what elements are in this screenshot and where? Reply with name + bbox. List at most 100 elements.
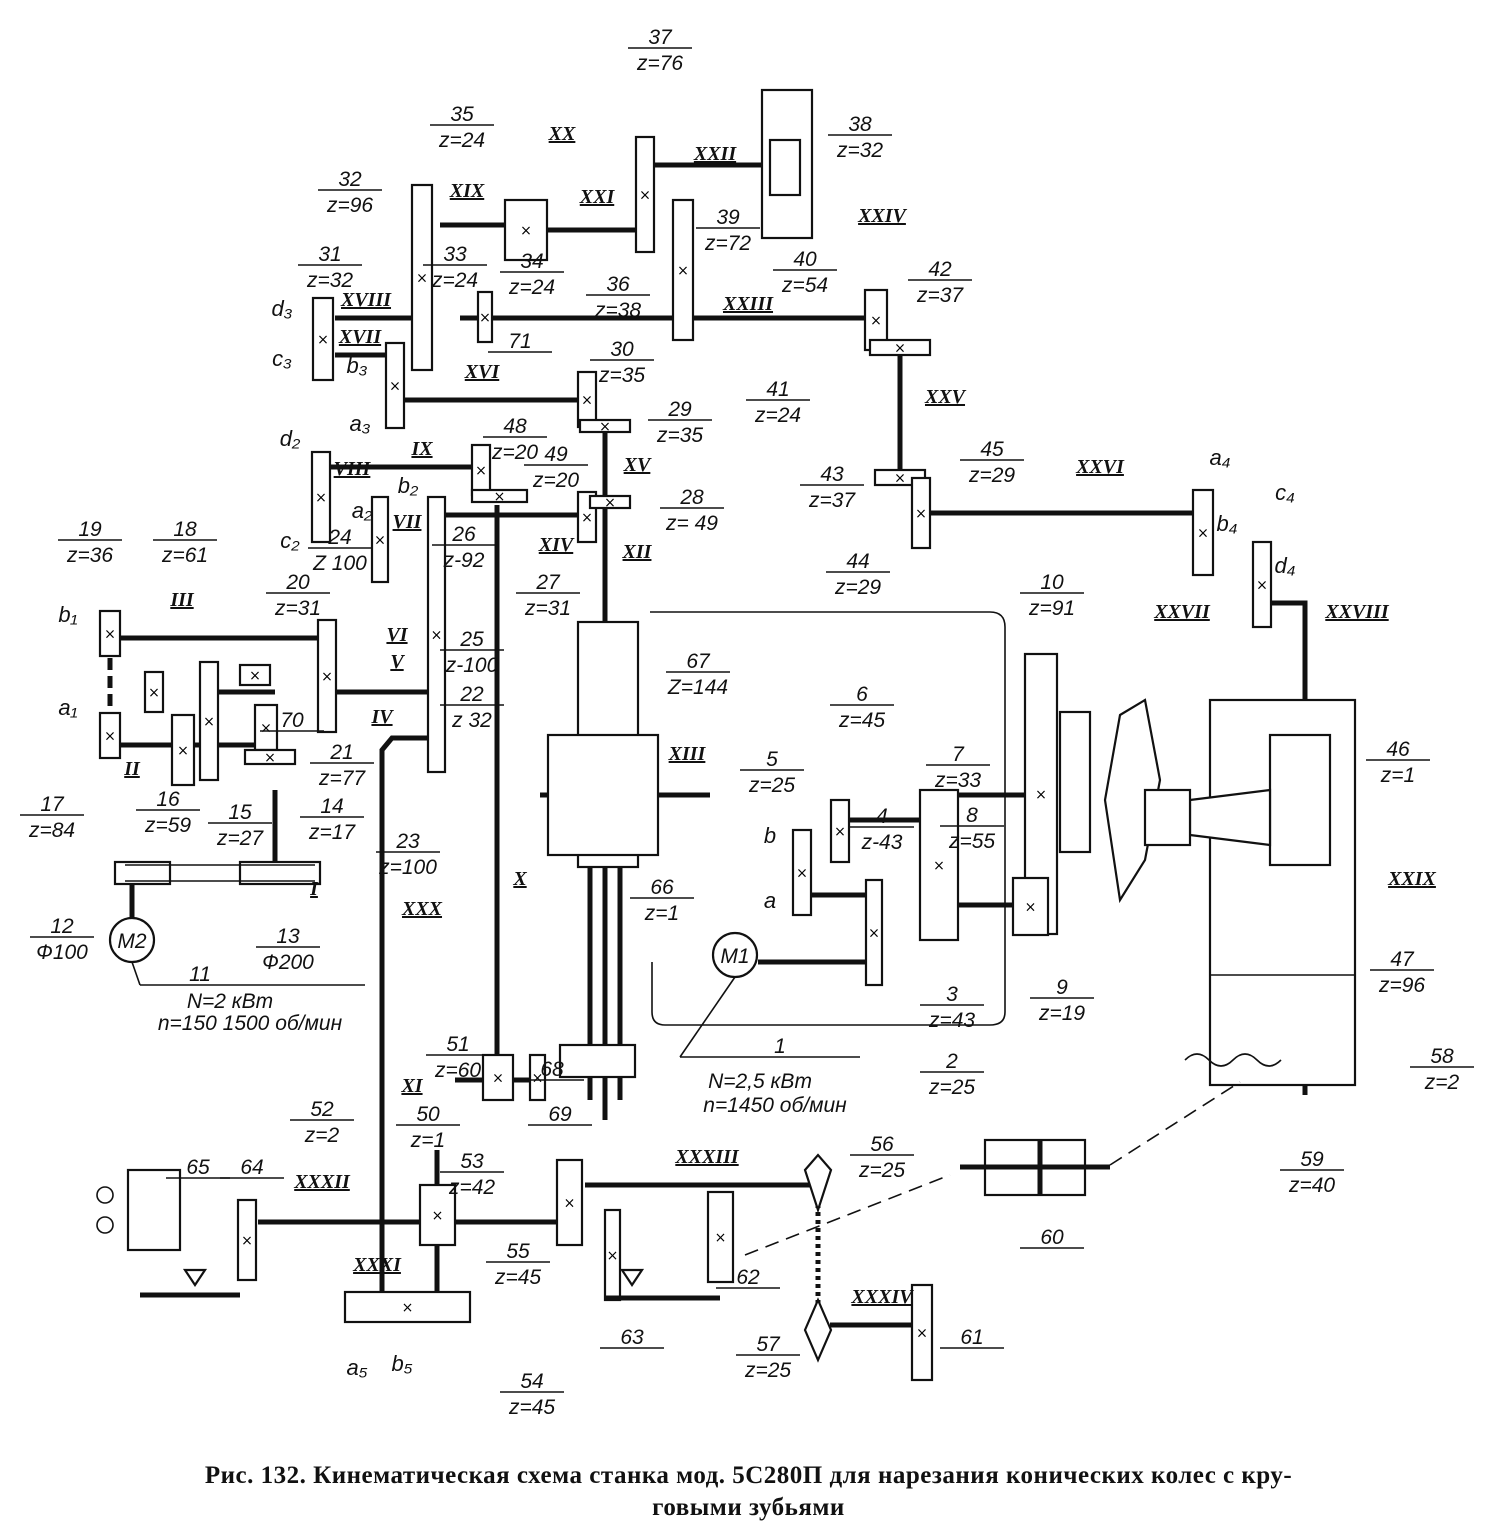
cam-64 bbox=[236, 1198, 258, 1282]
part-number-52: 52 bbox=[310, 1098, 334, 1121]
part-number-67: 67 bbox=[686, 650, 711, 673]
part-number-48: 48 bbox=[503, 415, 527, 438]
part-spec-55: z=45 bbox=[494, 1266, 541, 1289]
part-spec-16: z=59 bbox=[144, 814, 191, 837]
change-gear-label-b1: b₁ bbox=[58, 602, 77, 627]
part-number-42: 42 bbox=[928, 258, 952, 281]
change-gear-label-b3: b₃ bbox=[347, 353, 368, 378]
shaft-label-xxx: XXX bbox=[401, 898, 443, 920]
clutch-70 bbox=[238, 663, 272, 687]
shaft-label-xviii: XVIII bbox=[340, 289, 392, 311]
gear-20-21 bbox=[316, 618, 338, 734]
part-spec-24: Z 100 bbox=[312, 552, 367, 575]
motor-m1-name: M1 bbox=[720, 945, 749, 968]
gear-axis-mark-icon: × bbox=[260, 721, 272, 737]
gear-axis-mark-icon: × bbox=[607, 1248, 619, 1264]
part-spec-42: z=37 bbox=[916, 284, 964, 307]
part-number-36: 36 bbox=[606, 273, 630, 296]
worm-gear-52-53 bbox=[418, 1183, 457, 1247]
change-gear-label-b: b bbox=[764, 823, 776, 848]
part-spec-47: z=96 bbox=[1378, 974, 1425, 997]
gear-axis-mark-icon: × bbox=[241, 1233, 253, 1249]
change-gears-b3-a3 bbox=[384, 341, 406, 430]
gear-axis-mark-icon: × bbox=[494, 489, 506, 505]
part-number-16: 16 bbox=[156, 788, 180, 811]
worm-gear-51-50 bbox=[481, 1053, 515, 1102]
part-number-71: 71 bbox=[508, 330, 531, 353]
cam-61 bbox=[910, 1283, 934, 1382]
part-number-66: 66 bbox=[650, 876, 674, 899]
gear-axis-mark-icon: × bbox=[402, 1300, 414, 1316]
gear-axis-mark-icon: × bbox=[1035, 787, 1047, 803]
housings-and-links bbox=[96, 88, 1357, 1363]
change-gears-d3-c3 bbox=[311, 296, 335, 382]
part-spec-37: z=76 bbox=[636, 52, 683, 75]
gear-axis-mark-icon: × bbox=[894, 341, 906, 357]
part-spec-7: z=33 bbox=[934, 769, 981, 792]
gear-axis-mark-icon: × bbox=[148, 685, 160, 701]
gear-19 bbox=[143, 670, 165, 714]
part-number-44: 44 bbox=[846, 550, 869, 573]
gear-axis-mark-icon: × bbox=[431, 628, 443, 644]
shaft-label-xxii: XXII bbox=[693, 143, 737, 165]
part-spec-22: z 32 bbox=[451, 709, 492, 732]
part-spec-54: z=45 bbox=[508, 1396, 555, 1419]
shaft-label-xix: XIX bbox=[449, 180, 485, 202]
gear-bodies: ××××××××××××××××××××××××××××××××××××××××… bbox=[98, 135, 1273, 1382]
part-spec-17: z=84 bbox=[28, 819, 75, 842]
gear-axis-mark-icon: × bbox=[581, 510, 593, 526]
part-spec-13: Ф200 bbox=[262, 951, 314, 974]
motor-m2-speed: n=150 1500 об/мин bbox=[158, 1012, 343, 1035]
part-number-69: 69 bbox=[548, 1103, 572, 1126]
change-gears-b2-a2 bbox=[370, 495, 390, 584]
part-number-62: 62 bbox=[736, 1266, 760, 1289]
change-gear-label-c3: c₃ bbox=[272, 346, 292, 371]
shaft-label-xxi: XXI bbox=[579, 186, 616, 208]
part-number-38: 38 bbox=[848, 113, 872, 136]
change-gear-b1 bbox=[98, 609, 122, 658]
gear-axis-mark-icon: × bbox=[374, 533, 386, 549]
part-number-21: 21 bbox=[329, 741, 353, 764]
gear-axis-mark-icon: × bbox=[416, 271, 428, 287]
change-gear-label-a4: a₄ bbox=[1209, 445, 1230, 470]
gear-axis-mark-icon: × bbox=[677, 263, 689, 279]
gear-axis-mark-icon: × bbox=[177, 743, 189, 759]
part-spec-57: z=25 bbox=[744, 1359, 791, 1382]
part-number-31: 31 bbox=[318, 243, 341, 266]
bevel-gear-45 bbox=[910, 476, 932, 550]
part-number-57: 57 bbox=[756, 1333, 781, 1356]
shaft-label-xxvi: XXVI bbox=[1075, 456, 1125, 478]
shaft-label-ix: IX bbox=[410, 438, 433, 460]
gear-6-5 bbox=[829, 798, 851, 864]
figure-caption-line-1: Рис. 132. Кинематическая схема станка мо… bbox=[204, 1462, 1293, 1489]
shaft-label-xxxiv: XXXIV bbox=[850, 1286, 914, 1308]
part-number-33: 33 bbox=[443, 243, 467, 266]
gear-4-3-2 bbox=[864, 878, 884, 987]
part-number-12: 12 bbox=[50, 915, 74, 938]
gear-axis-mark-icon: × bbox=[564, 1196, 576, 1212]
part-number-9: 9 bbox=[1056, 976, 1068, 999]
part-number-19: 19 bbox=[78, 518, 102, 541]
gear-axis-mark-icon: × bbox=[264, 750, 276, 766]
part-number-22: 22 bbox=[459, 683, 484, 706]
shaft-label-xvii: XVII bbox=[338, 326, 382, 348]
part-spec-56: z=25 bbox=[858, 1159, 905, 1182]
part-spec-28: z= 49 bbox=[665, 512, 718, 535]
shaft-label-i: I bbox=[309, 878, 319, 900]
shaft-label-viii: VIII bbox=[334, 458, 372, 480]
part-spec-21: z=77 bbox=[318, 767, 366, 790]
part-spec-67: Z=144 bbox=[667, 676, 728, 699]
shaft-label-x: X bbox=[512, 868, 527, 890]
part-number-65: 65 bbox=[186, 1156, 210, 1179]
figure-caption-line-2: говыми зубьями bbox=[652, 1494, 845, 1521]
part-spec-26: z-92 bbox=[443, 549, 485, 572]
change-gears-a5-b5 bbox=[343, 1290, 472, 1324]
change-gears-a4-b4 bbox=[1191, 488, 1215, 577]
part-spec-8: z=55 bbox=[948, 830, 995, 853]
gear-axis-mark-icon: × bbox=[389, 379, 401, 395]
change-gear-label-a5: a₅ bbox=[346, 1355, 367, 1380]
change-gears-b-a bbox=[791, 828, 813, 917]
shaft-label-iii: III bbox=[169, 589, 195, 611]
change-gear-label-a3: a₃ bbox=[350, 411, 371, 436]
part-number-5: 5 bbox=[766, 748, 778, 771]
